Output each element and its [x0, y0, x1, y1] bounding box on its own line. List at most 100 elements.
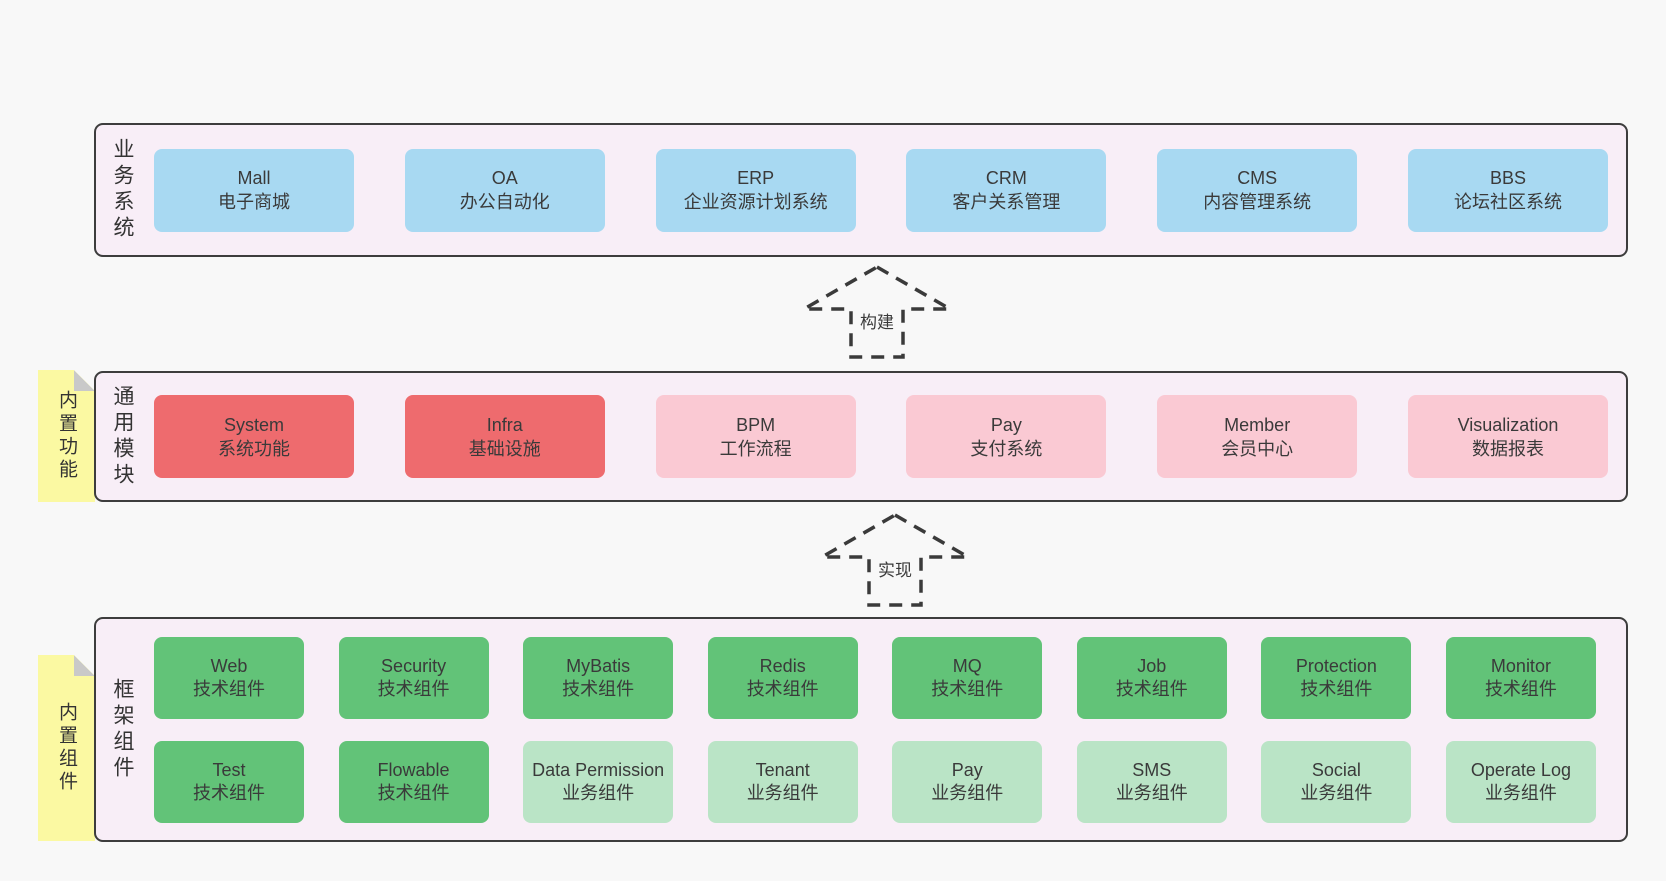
layer-label-common-modules: 通用模块: [111, 384, 134, 489]
box-title: Tenant: [755, 759, 810, 780]
up-arrow-icon: [820, 512, 970, 607]
box-subtitle: 业务组件: [931, 782, 1004, 803]
box-subtitle: 技术组件: [377, 678, 450, 699]
dashed-up-arrow-build: 构建: [802, 264, 952, 360]
box-subtitle: 办公自动化: [459, 192, 550, 212]
box-title: Security: [381, 655, 447, 676]
box-subtitle: 支付系统: [970, 438, 1043, 459]
box-title: Visualization: [1457, 414, 1559, 435]
box-title: BPM: [736, 414, 776, 435]
box-title: Pay: [990, 414, 1022, 435]
box-subtitle: 技术组件: [377, 782, 450, 803]
box-subtitle: 论坛社区系统: [1453, 192, 1562, 212]
box-subtitle: 业务组件: [1115, 782, 1188, 803]
box-subtitle: 业务组件: [562, 782, 635, 803]
dashed-up-arrow-implement: 实现: [820, 512, 970, 608]
box-pay: Pay 支付系统: [906, 395, 1107, 478]
layer-common-modules: 通用模块 System 系统功能 Infra 基础设施 BPM 工作流程 Pay 支付系统 Me…: [94, 371, 1628, 502]
box-subtitle: 技术组件: [193, 678, 265, 699]
box-title: Job: [1137, 655, 1167, 676]
up-arrow-icon: [802, 264, 952, 359]
box-title: Pay: [951, 759, 983, 780]
box-oa: OA 办公自动化: [404, 148, 605, 232]
box-subtitle: 电子商城: [218, 192, 290, 212]
box-subtitle: 内容管理系统: [1203, 192, 1312, 212]
box-title: CRM: [985, 168, 1027, 188]
box-title: MyBatis: [566, 655, 631, 676]
box-title: System: [223, 414, 284, 435]
box-title: Operate Log: [1470, 759, 1571, 780]
box-subtitle: 业务组件: [746, 782, 819, 803]
box-subtitle: 工作流程: [719, 438, 792, 459]
box-subtitle: 会员中心: [1221, 438, 1294, 459]
box-title: CMS: [1237, 168, 1278, 188]
box-title: Web: [210, 655, 248, 676]
box-row: System 系统功能 Infra 基础设施 BPM 工作流程 Pay 支付系统 Member 会…: [154, 395, 1608, 478]
layer-label-framework-components: 框架组件: [111, 677, 134, 782]
box-title: Infra: [486, 414, 523, 435]
box-subtitle: 技术组件: [1300, 678, 1373, 699]
layer-label-business-systems: 业务系统: [111, 138, 134, 242]
box-member: Member 会员中心: [1157, 395, 1358, 478]
box-title: Mall: [237, 168, 271, 188]
box-crm: CRM 客户关系管理: [906, 148, 1107, 232]
box-title: Test: [212, 759, 246, 780]
box-system: System 系统功能: [154, 395, 354, 478]
arrow-label-implement: 实现: [875, 556, 915, 582]
box-title: BBS: [1489, 168, 1526, 188]
box-subtitle: 技术组件: [746, 678, 819, 699]
box-title: Monitor: [1490, 655, 1551, 676]
sticky-note-built-in-features: 内置功能: [38, 370, 95, 502]
box-mall: Mall 电子商城: [154, 148, 354, 232]
box-bbs: BBS 论坛社区系统: [1407, 148, 1608, 232]
box-subtitle: 技术组件: [562, 678, 635, 699]
box-subtitle: 数据报表: [1471, 438, 1544, 459]
box-cms: CMS 内容管理系统: [1157, 148, 1358, 232]
box-subtitle: 业务组件: [1300, 782, 1373, 803]
box-subtitle: 企业资源计划系统: [683, 192, 828, 212]
box-subtitle: 客户关系管理: [952, 192, 1061, 212]
box-title: Social: [1311, 759, 1361, 780]
box-subtitle: 基础设施: [468, 438, 541, 459]
box-title: SMS: [1132, 759, 1172, 780]
box-bpm: BPM 工作流程: [655, 395, 856, 478]
box-title: MQ: [952, 655, 982, 676]
box-subtitle: 技术组件: [1484, 678, 1557, 699]
box-title: Member: [1224, 414, 1291, 435]
box-visualization: Visualization 数据报表: [1407, 395, 1608, 478]
box-subtitle: 技术组件: [1115, 678, 1188, 699]
box-title: Flowable: [377, 759, 450, 780]
box-title: OA: [491, 168, 518, 188]
box-subtitle: 系统功能: [218, 438, 290, 459]
box-infra: Infra 基础设施: [404, 395, 605, 478]
sticky-note-built-in-components: 内置组件: [38, 655, 95, 841]
box-subtitle: 技术组件: [193, 782, 265, 803]
box-title: Protection: [1295, 655, 1377, 676]
box-title: Redis: [759, 655, 806, 676]
arrow-label-build: 构建: [857, 308, 897, 334]
box-subtitle: 技术组件: [931, 678, 1004, 699]
